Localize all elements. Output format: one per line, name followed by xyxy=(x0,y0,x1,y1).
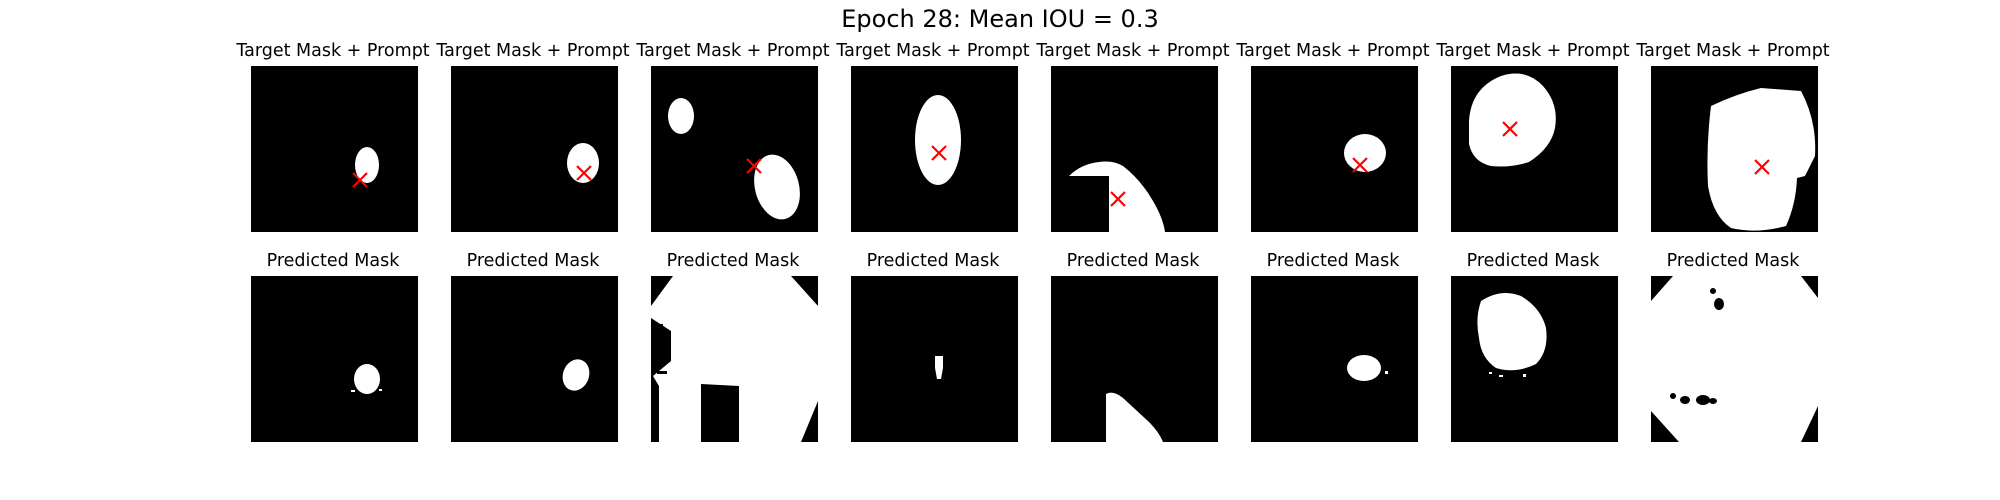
target-mask-6 xyxy=(1344,134,1386,173)
x-marker-icon xyxy=(1754,159,1770,175)
x-marker-icon xyxy=(352,172,368,188)
predicted-title-5: Predicted Mask xyxy=(1066,251,1200,271)
predicted-mask-panel-6 xyxy=(1251,276,1418,442)
predicted-mask-panel-8 xyxy=(1651,276,1818,442)
predicted-mask-5 xyxy=(1106,392,1163,442)
target-mask-8 xyxy=(1707,88,1816,231)
target-mask-panel-3 xyxy=(651,66,818,232)
target-title-6: Target Mask + Prompt xyxy=(1236,41,1430,61)
x-marker-icon xyxy=(1110,191,1126,207)
target-title-7: Target Mask + Prompt xyxy=(1436,41,1630,61)
predicted-title-4: Predicted Mask xyxy=(866,251,1000,271)
target-mask-5 xyxy=(1069,161,1165,232)
target-mask-2 xyxy=(567,143,599,183)
target-title-8: Target Mask + Prompt xyxy=(1636,41,1830,61)
target-mask-panel-8 xyxy=(1651,66,1818,232)
predicted-mask-1 xyxy=(351,364,382,394)
predicted-mask-7 xyxy=(1477,292,1547,377)
target-mask-panel-5 xyxy=(1051,66,1218,232)
target-title-5: Target Mask + Prompt xyxy=(1036,41,1230,61)
target-mask-panel-6 xyxy=(1251,66,1418,232)
predicted-mask-4 xyxy=(935,356,943,379)
predicted-title-1: Predicted Mask xyxy=(266,251,400,271)
predicted-mask-panel-5 xyxy=(1051,276,1218,442)
target-mask-3 xyxy=(668,98,800,220)
target-mask-panel-1 xyxy=(251,66,418,232)
x-marker-icon xyxy=(1502,121,1518,137)
x-marker-icon xyxy=(1352,157,1368,173)
target-title-2: Target Mask + Prompt xyxy=(436,41,630,61)
figure-title: Epoch 28: Mean IOU = 0.3 xyxy=(841,5,1159,33)
predicted-title-3: Predicted Mask xyxy=(666,251,800,271)
target-mask-panel-7 xyxy=(1451,66,1618,232)
target-mask-1 xyxy=(352,147,379,188)
x-marker-icon xyxy=(931,145,947,161)
predicted-title-2: Predicted Mask xyxy=(466,251,600,271)
target-title-4: Target Mask + Prompt xyxy=(836,41,1030,61)
target-title-1: Target Mask + Prompt xyxy=(236,41,430,61)
target-mask-panel-4 xyxy=(851,66,1018,232)
predicted-mask-panel-7 xyxy=(1451,276,1618,442)
predicted-title-7: Predicted Mask xyxy=(1466,251,1600,271)
predicted-mask-3 xyxy=(651,276,818,442)
predicted-title-8: Predicted Mask xyxy=(1666,251,1800,271)
target-mask-panel-2 xyxy=(451,66,618,232)
predicted-mask-8 xyxy=(1651,276,1818,442)
predicted-mask-6 xyxy=(1347,355,1388,381)
predicted-mask-panel-4 xyxy=(851,276,1018,442)
target-mask-7 xyxy=(1469,73,1556,167)
target-mask-4 xyxy=(915,95,961,185)
predicted-mask-panel-3 xyxy=(651,276,818,442)
predicted-mask-panel-1 xyxy=(251,276,418,442)
predicted-title-6: Predicted Mask xyxy=(1266,251,1400,271)
x-marker-icon xyxy=(576,165,592,181)
predicted-mask-panel-2 xyxy=(451,276,618,442)
predicted-mask-2 xyxy=(562,359,590,391)
x-marker-icon xyxy=(746,158,762,174)
target-title-3: Target Mask + Prompt xyxy=(636,41,830,61)
